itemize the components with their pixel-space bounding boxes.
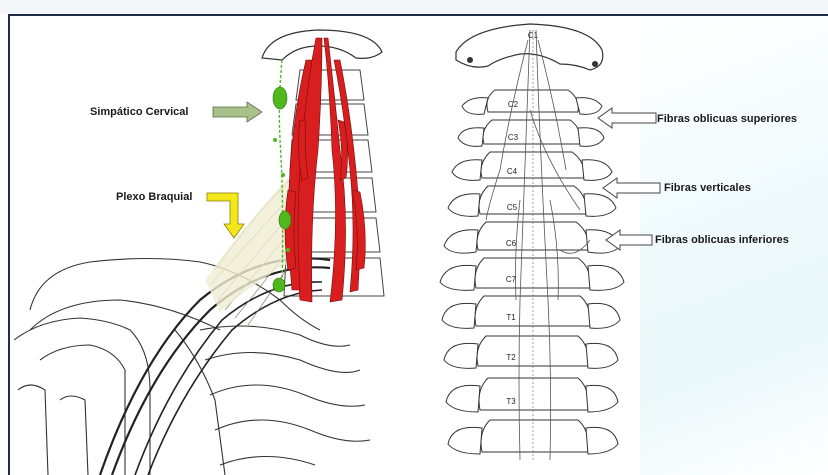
label-simpatico-cervical: Simpático Cervical [90, 106, 188, 118]
fibras-sup-arrow [598, 108, 656, 128]
label-fibras-verticales: Fibras verticales [664, 182, 751, 194]
vertebra-label-c4: C4 [507, 167, 518, 176]
label-plexo-braquial: Plexo Braquial [116, 191, 192, 203]
label-fibras-oblicuas-superiores: Fibras oblicuas superiores [657, 113, 797, 125]
label-fibras-oblicuas-inferiores: Fibras oblicuas inferiores [655, 234, 789, 246]
vertebral-bodies [475, 90, 590, 452]
vertebra-label-c1: C1 [528, 31, 539, 40]
vertebra-label-t1: T1 [506, 313, 516, 322]
fibras-vert-arrow [603, 178, 660, 198]
vertebra-label-c5: C5 [507, 203, 518, 212]
vertebra-label-t3: T3 [506, 397, 516, 406]
vertebra-label-c2: C2 [508, 100, 519, 109]
vertebra-label-c7: C7 [506, 275, 517, 284]
vertebra-label-t2: T2 [506, 353, 516, 362]
vertebra-label-c6: C6 [506, 239, 517, 248]
vertebra-label-c3: C3 [508, 133, 519, 142]
